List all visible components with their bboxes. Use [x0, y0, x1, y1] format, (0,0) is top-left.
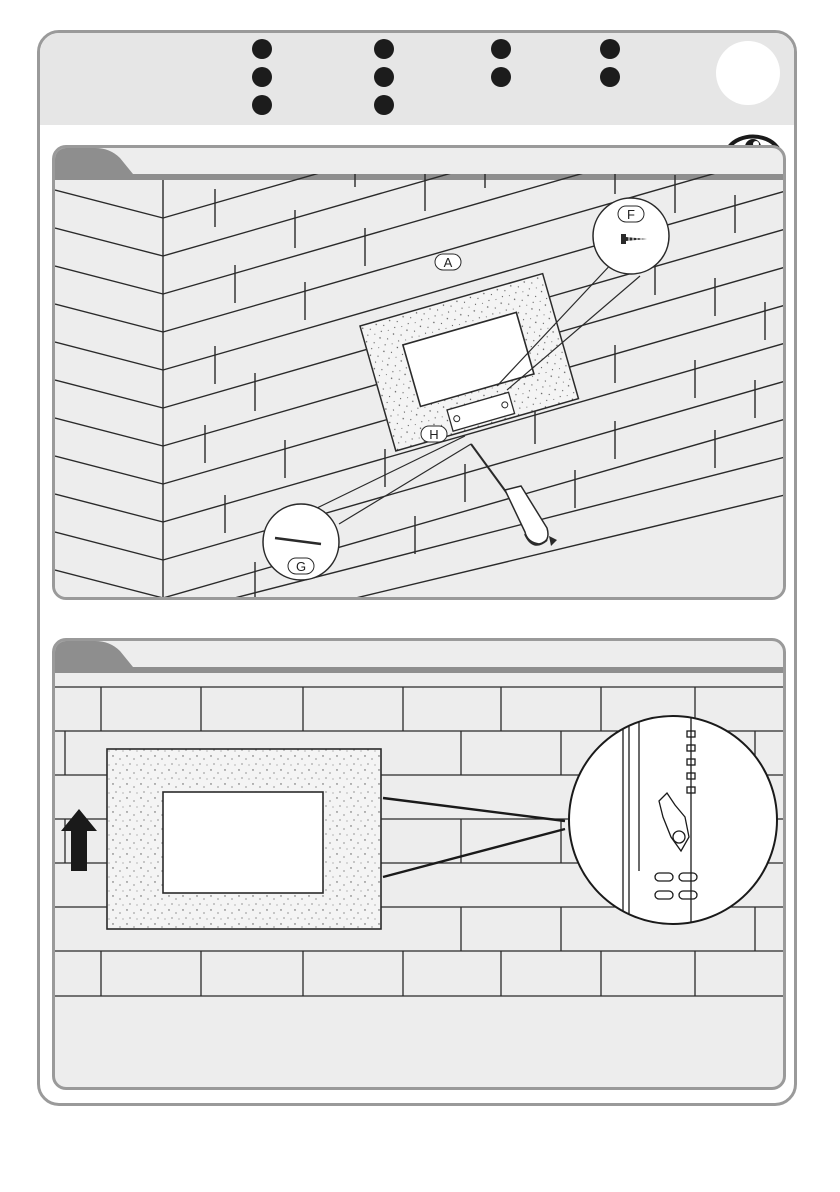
- part-dot: [252, 39, 272, 59]
- part-dot: [374, 67, 394, 87]
- part-dot: [252, 67, 272, 87]
- part-dot: [491, 39, 511, 59]
- label-h: H: [429, 427, 438, 442]
- step1-illustration: F A H G: [55, 148, 786, 600]
- part-dot: [600, 67, 620, 87]
- time-badge: [716, 41, 780, 105]
- step2-panel: [52, 638, 786, 1090]
- header-band: [40, 33, 794, 125]
- label-g: G: [296, 559, 306, 574]
- label-a: A: [444, 255, 453, 270]
- part-dot: [374, 95, 394, 115]
- label-f: F: [627, 207, 635, 222]
- part-dot: [600, 39, 620, 59]
- step1-panel: F A H G: [52, 145, 786, 600]
- part-dot: [374, 39, 394, 59]
- part-dot: [491, 67, 511, 87]
- part-dot: [252, 95, 272, 115]
- mounted-panel: [107, 749, 381, 929]
- step2-illustration: [55, 641, 786, 1090]
